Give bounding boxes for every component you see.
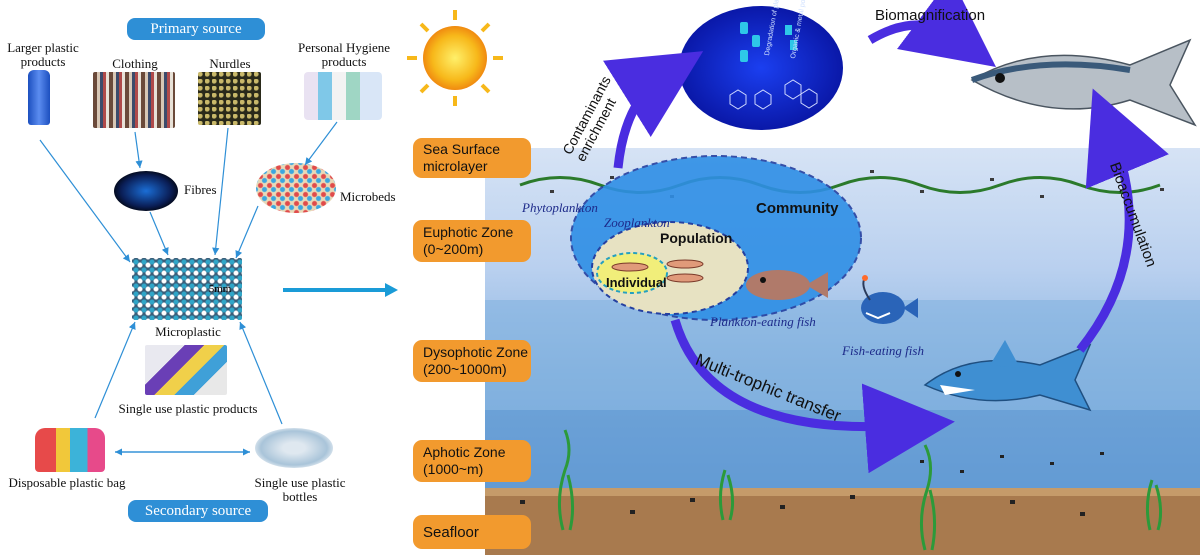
- hygiene-image: [304, 72, 382, 120]
- zooplankton-label: Zooplankton: [604, 215, 670, 230]
- ocean-scene: [407, 0, 1200, 555]
- microbeds-label: Microbeds: [340, 189, 396, 204]
- plastic-bottle-image: [28, 70, 50, 125]
- microplastic-label: Microplastic: [155, 324, 221, 339]
- fibres-image: [114, 171, 178, 211]
- single-use-products-label: Single use plastic products: [118, 401, 258, 416]
- community-label: Community: [756, 200, 839, 217]
- population-label: Population: [660, 230, 733, 246]
- microplastic-image: [132, 258, 242, 320]
- plastic-bag-image: [35, 428, 105, 472]
- zone-seafloor: Seafloor: [413, 515, 531, 549]
- hygiene-label: Personal Hygiene products: [297, 40, 391, 69]
- fibres-label: Fibres: [184, 182, 217, 197]
- nurdles-image: [198, 72, 261, 125]
- clothing-label: Clothing: [112, 56, 158, 71]
- sun-icon: [407, 10, 503, 106]
- disposable-bag-label: Disposable plastic bag: [8, 475, 126, 490]
- single-use-bottles-label: Single use plastic bottles: [254, 475, 346, 504]
- zone-aphotic: Aphotic Zone (1000~m): [413, 440, 531, 482]
- larger-plastic-label: Larger plastic products: [7, 40, 79, 69]
- plankton-fish-icon: [746, 270, 828, 300]
- nurdles-label: Nurdles: [209, 56, 251, 71]
- fish-eating-fish-label: Fish-eating fish: [842, 343, 924, 358]
- individual-label: Individual: [606, 275, 667, 290]
- single-use-products-image: [145, 345, 227, 395]
- plastic-bottles-image: [255, 428, 333, 468]
- microbeds-image: [256, 163, 336, 213]
- biomagnification-label: Biomagnification: [875, 7, 986, 24]
- primary-source-label: Primary source: [127, 18, 265, 40]
- angler-fish-icon: [861, 275, 918, 324]
- secondary-source-label: Secondary source: [128, 500, 268, 522]
- zone-dysophotic: Dysophotic Zone (200~1000m): [413, 340, 531, 382]
- left-arrows: [39, 121, 398, 456]
- clothing-image: [93, 72, 175, 128]
- scale-label: 5mm: [208, 283, 232, 295]
- tuna-icon: [970, 38, 1197, 127]
- zone-euphotic: Euphotic Zone (0~200m): [413, 220, 531, 262]
- plankton-fish-label: Plankton-eating fish: [710, 314, 816, 329]
- zone-sea-surface: Sea Surface microlayer: [413, 138, 531, 178]
- phytoplankton-label: Phytoplankton: [522, 200, 598, 215]
